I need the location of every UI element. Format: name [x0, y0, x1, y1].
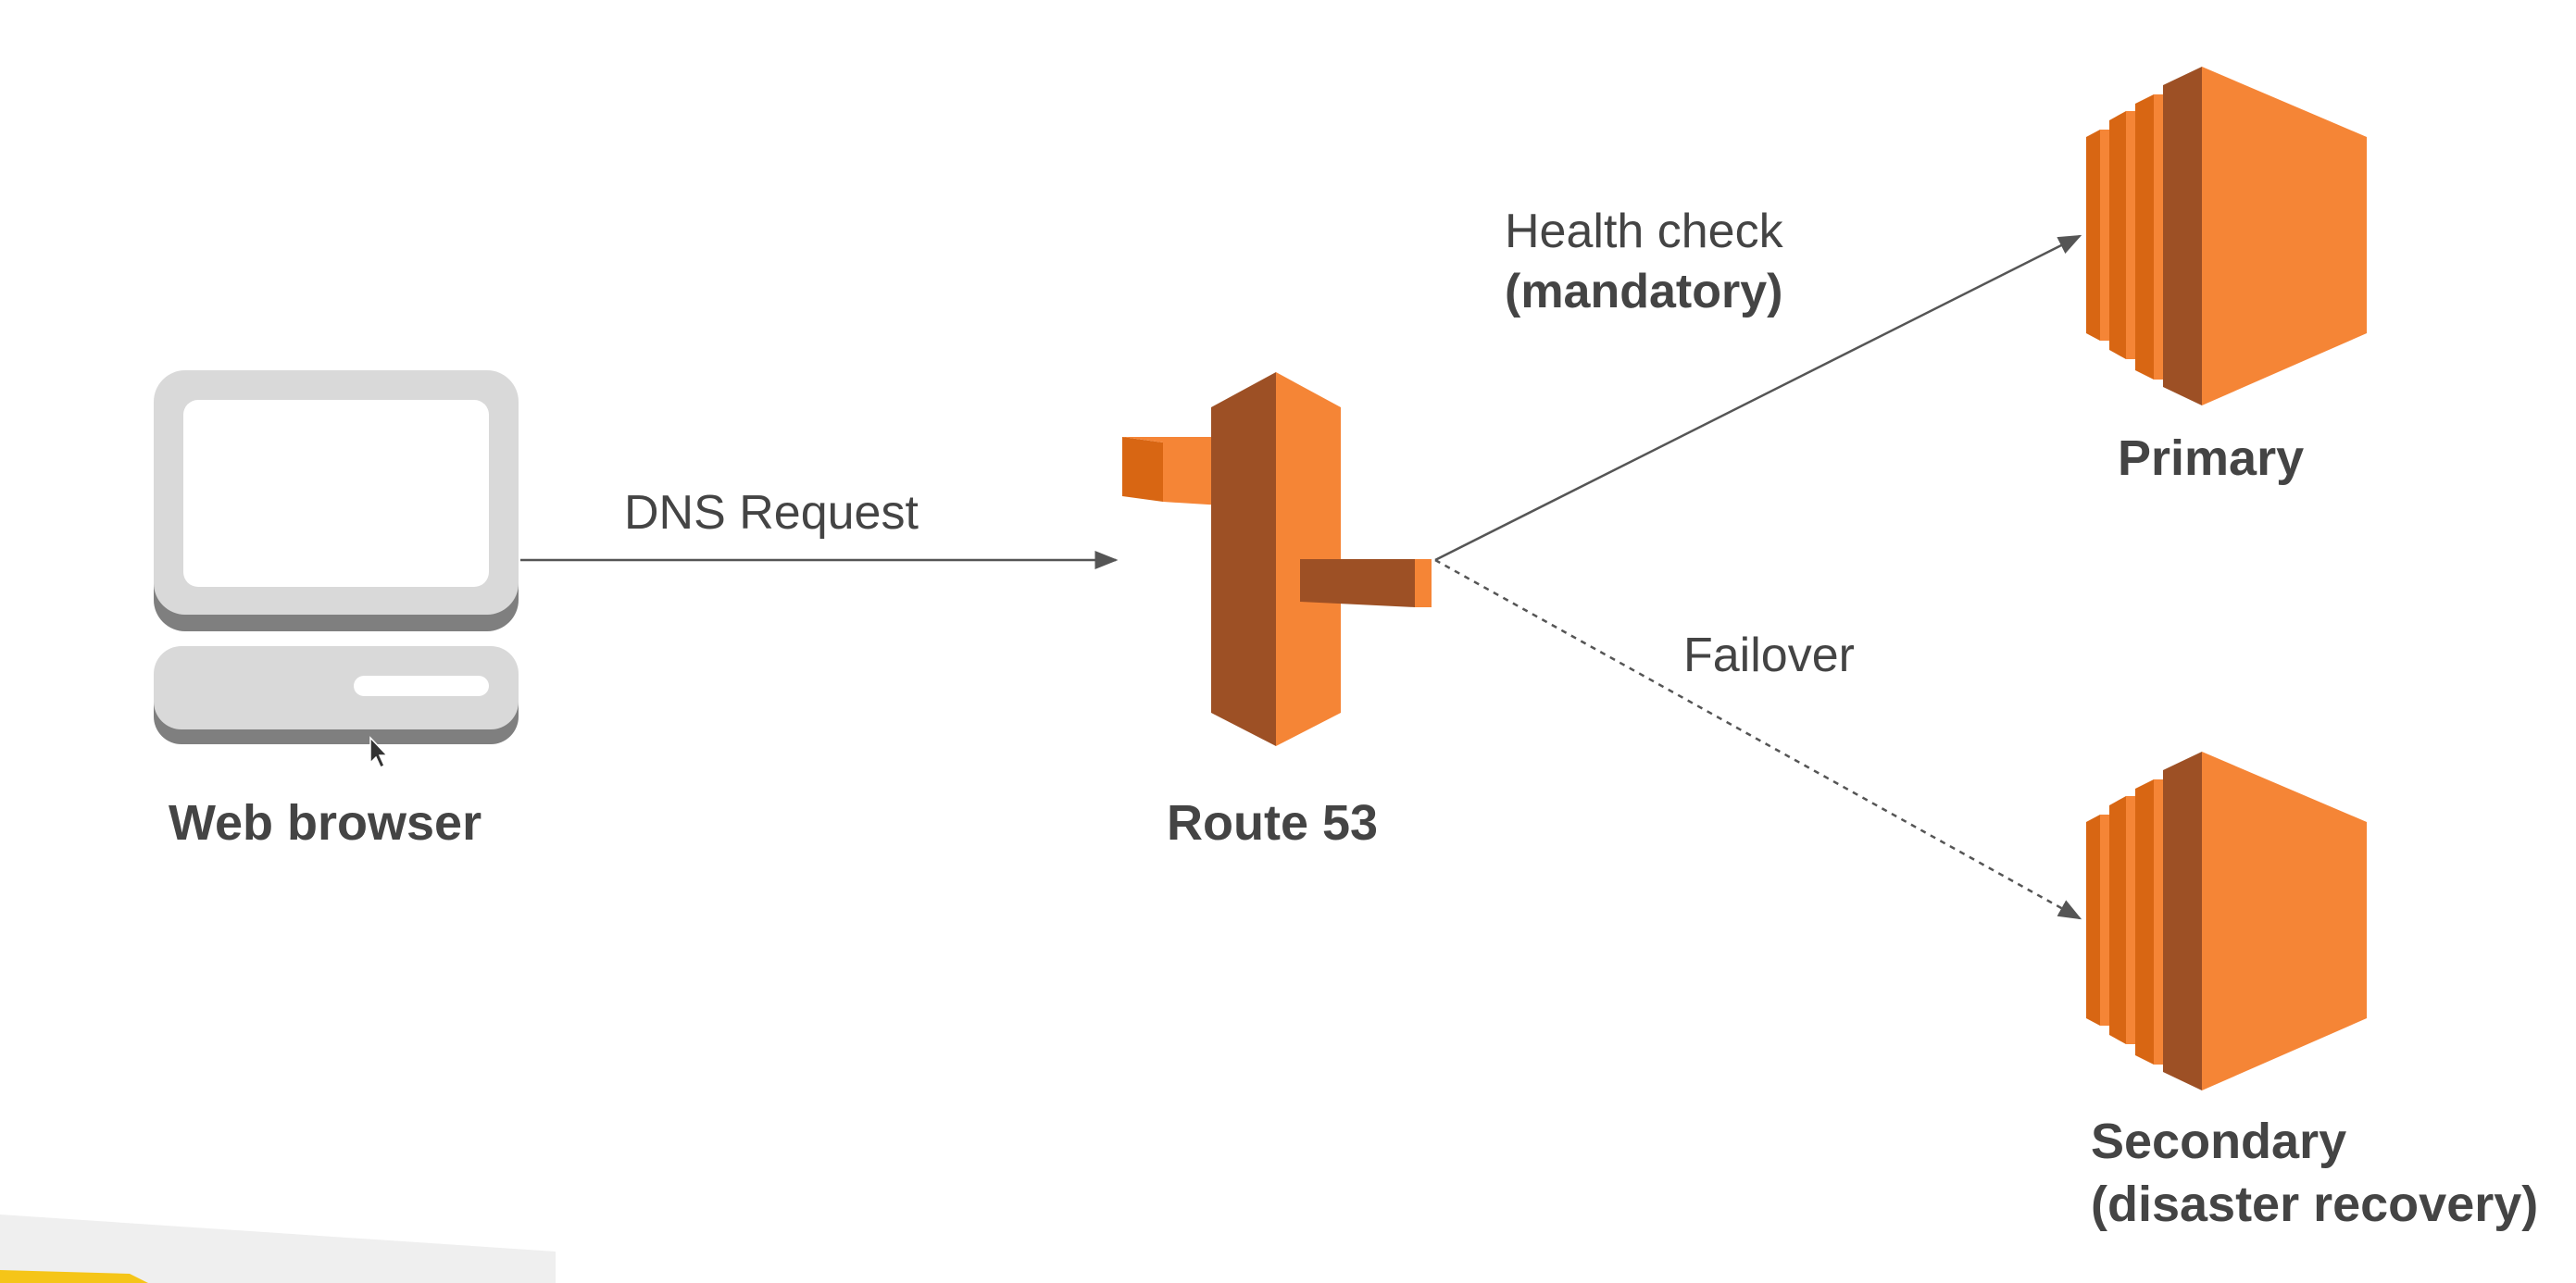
health-check-label-line2: (mandatory)	[1505, 265, 1783, 318]
computer-icon	[154, 370, 519, 744]
health-check-arrow	[1434, 234, 2082, 562]
failover-arrow	[1434, 558, 2082, 920]
web-browser-label: Web browser	[169, 795, 482, 851]
cursor-icon	[369, 736, 389, 769]
secondary-label-line1: Secondary	[2091, 1114, 2347, 1169]
dns-request-label: DNS Request	[624, 486, 919, 540]
slide-edge-decoration	[0, 1214, 556, 1283]
ec2-secondary-icon	[2086, 752, 2367, 1090]
failover-label: Failover	[1683, 629, 1855, 682]
secondary-label: Secondary (disaster recovery)	[2091, 1111, 2538, 1236]
route53-label: Route 53	[1167, 795, 1379, 851]
primary-label: Primary	[2118, 430, 2305, 486]
health-check-label-line1: Health check	[1505, 205, 1783, 258]
secondary-label-line2: (disaster recovery)	[2091, 1176, 2539, 1232]
ec2-primary-icon	[2086, 67, 2367, 405]
health-check-label: Health check (mandatory)	[1505, 202, 1783, 322]
slide-edge-accent	[0, 1270, 148, 1283]
route53-icon	[1122, 372, 1432, 746]
